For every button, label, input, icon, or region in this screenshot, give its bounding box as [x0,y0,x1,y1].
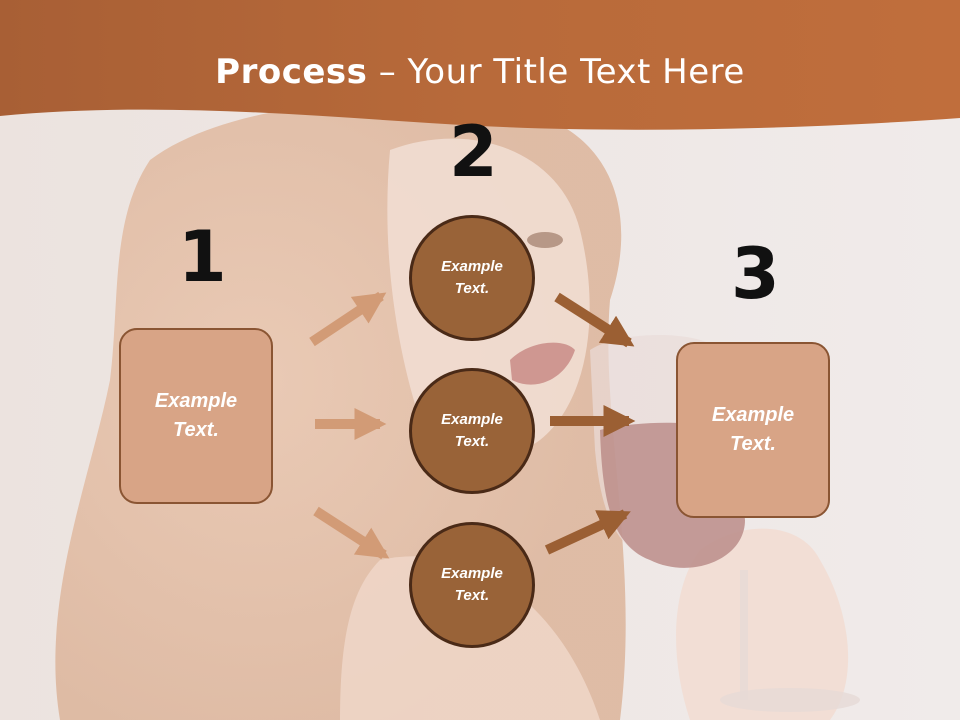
middle-circle-top-text: Example Text. [441,257,503,298]
title-dash: – [367,52,408,92]
middle-circle-center-text: Example Text. [441,410,503,451]
middle-circle-bottom-text: Example Text. [441,564,503,605]
arrow-left-to-top [309,291,387,347]
step-number-2: 2 [449,111,498,193]
step-number-1: 1 [178,216,227,298]
middle-circle-top: Example Text. [409,215,535,341]
arrow-left-to-bottom [313,506,390,560]
middle-circle-bottom: Example Text. [409,522,535,648]
right-step-box: Example Text. [676,342,830,518]
step-number-3: 3 [731,233,780,315]
right-step-box-text: Example Text. [711,404,795,455]
title-rest: Your Title Text Here [407,52,745,92]
slide-title: Process – Your Title Text Here [0,52,960,92]
middle-circle-center: Example Text. [409,368,535,494]
arrow-bottom-to-right [544,509,631,555]
left-step-box: Example Text. [119,328,273,504]
left-step-box-text: Example Text. [154,390,238,441]
arrow-top-to-right [554,292,635,348]
title-bold: Process [215,52,368,92]
header-wave [0,0,960,130]
